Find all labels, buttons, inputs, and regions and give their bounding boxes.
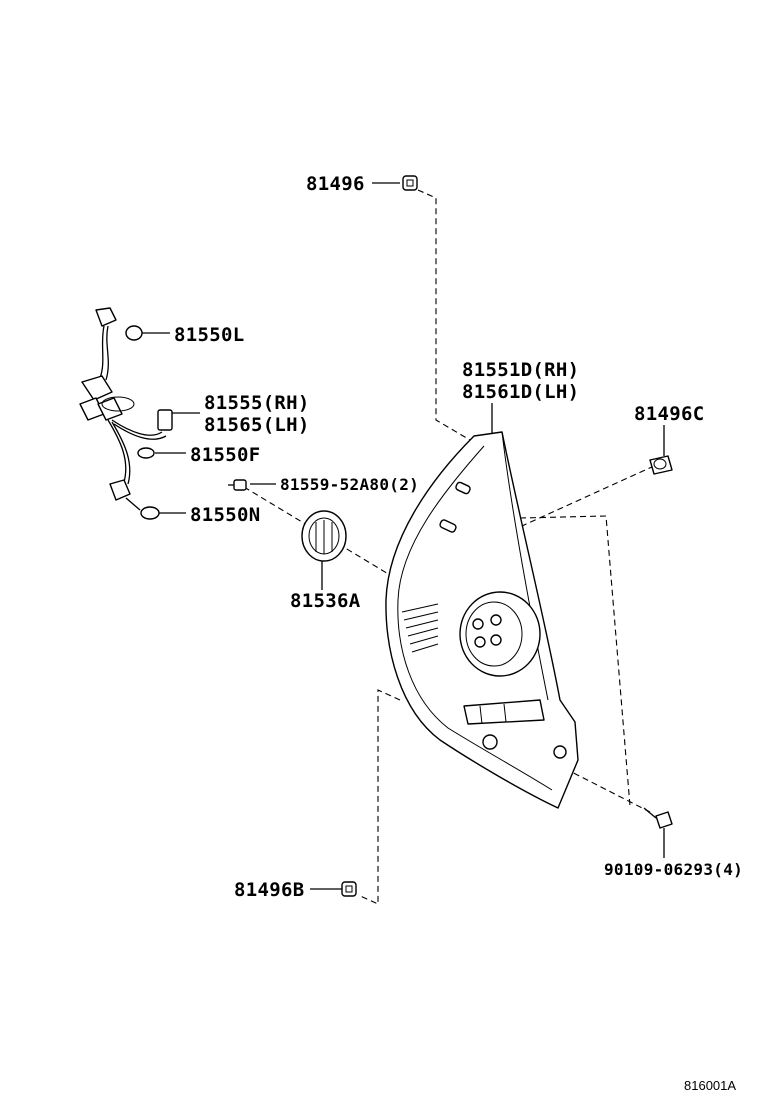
label-socket-wire-lh[interactable]: 81565(LH)	[204, 414, 310, 436]
screw-90109-part	[643, 807, 673, 829]
label-lens-lh[interactable]: 81561D(LH)	[462, 381, 579, 403]
label-screw-90109[interactable]: 90109-06293(4)	[604, 860, 743, 879]
clip-81496-part	[402, 175, 418, 191]
socket-wire-harness-part	[79, 307, 173, 520]
tail-lamp-lens-part	[385, 431, 579, 809]
label-bulb-81550F[interactable]: 81550F	[190, 444, 260, 466]
figure-code: 816001A	[684, 1078, 736, 1093]
label-socket-wire-rh[interactable]: 81555(RH)	[204, 392, 310, 414]
label-screw-81559[interactable]: 81559-52A80(2)	[280, 475, 419, 494]
label-bulb-81550L[interactable]: 81550L	[174, 324, 244, 346]
label-bulb-81550N[interactable]: 81550N	[190, 504, 260, 526]
label-cover-81536A[interactable]: 81536A	[290, 590, 361, 612]
label-clip-81496C[interactable]: 81496C	[634, 403, 704, 425]
label-clip-81496[interactable]: 81496	[306, 173, 365, 195]
screw-81559-part	[228, 479, 247, 491]
cover-81536A-part	[301, 510, 347, 562]
lamp-louver-vents	[401, 603, 439, 653]
clip-81496B-part	[341, 881, 357, 897]
clip-81496C-part	[649, 455, 673, 475]
label-clip-81496B[interactable]: 81496B	[234, 879, 304, 901]
label-lens-rh[interactable]: 81551D(RH)	[462, 359, 579, 381]
